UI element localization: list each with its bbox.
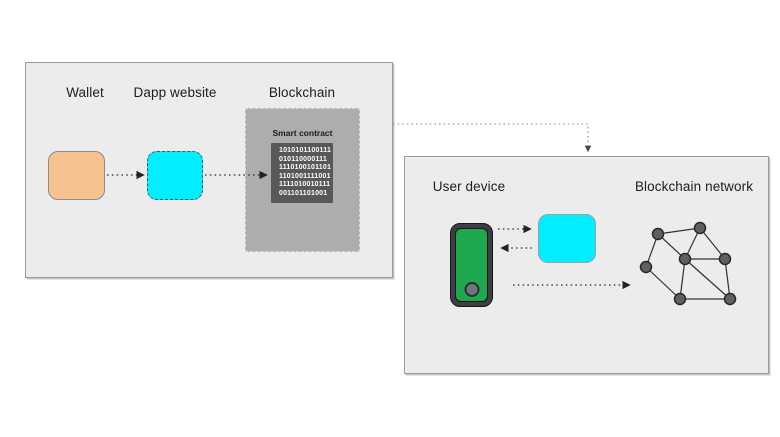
dapp-app-icon	[538, 214, 596, 263]
code-line: 1101001111001	[279, 172, 331, 180]
code-line: 1010101100111	[279, 147, 332, 154]
dapp-website-label: Dapp website	[133, 85, 217, 100]
phone-screen	[455, 228, 488, 302]
blockchain-label: Blockchain	[268, 85, 336, 100]
smart-contract-label: Smart contract	[272, 128, 333, 138]
user-network-panel: User device Blockchain network	[404, 156, 769, 374]
phone-home-button-icon	[464, 282, 479, 297]
dapp-flow-panel: Wallet Dapp website Blockchain Smart con…	[25, 62, 393, 278]
smart-contract-code-icon: 1010101100111 010110000111 1110100101101…	[271, 143, 333, 203]
blockchain-network-label: Blockchain network	[634, 179, 754, 194]
code-line: 1111010010111	[279, 181, 331, 189]
wallet-label: Wallet	[66, 85, 104, 100]
dapp-website-icon	[147, 151, 203, 200]
arrow-panel-to-panel	[393, 123, 592, 153]
smartphone-icon	[450, 223, 493, 307]
code-line: 010110000111	[279, 155, 327, 163]
code-line: 001101101001	[279, 189, 328, 197]
blockchain-container: Smart contract 1010101100111 01011000011…	[245, 108, 360, 252]
code-line: 1110100101101	[279, 164, 332, 172]
wallet-icon	[48, 151, 105, 200]
user-device-label: User device	[432, 179, 506, 194]
